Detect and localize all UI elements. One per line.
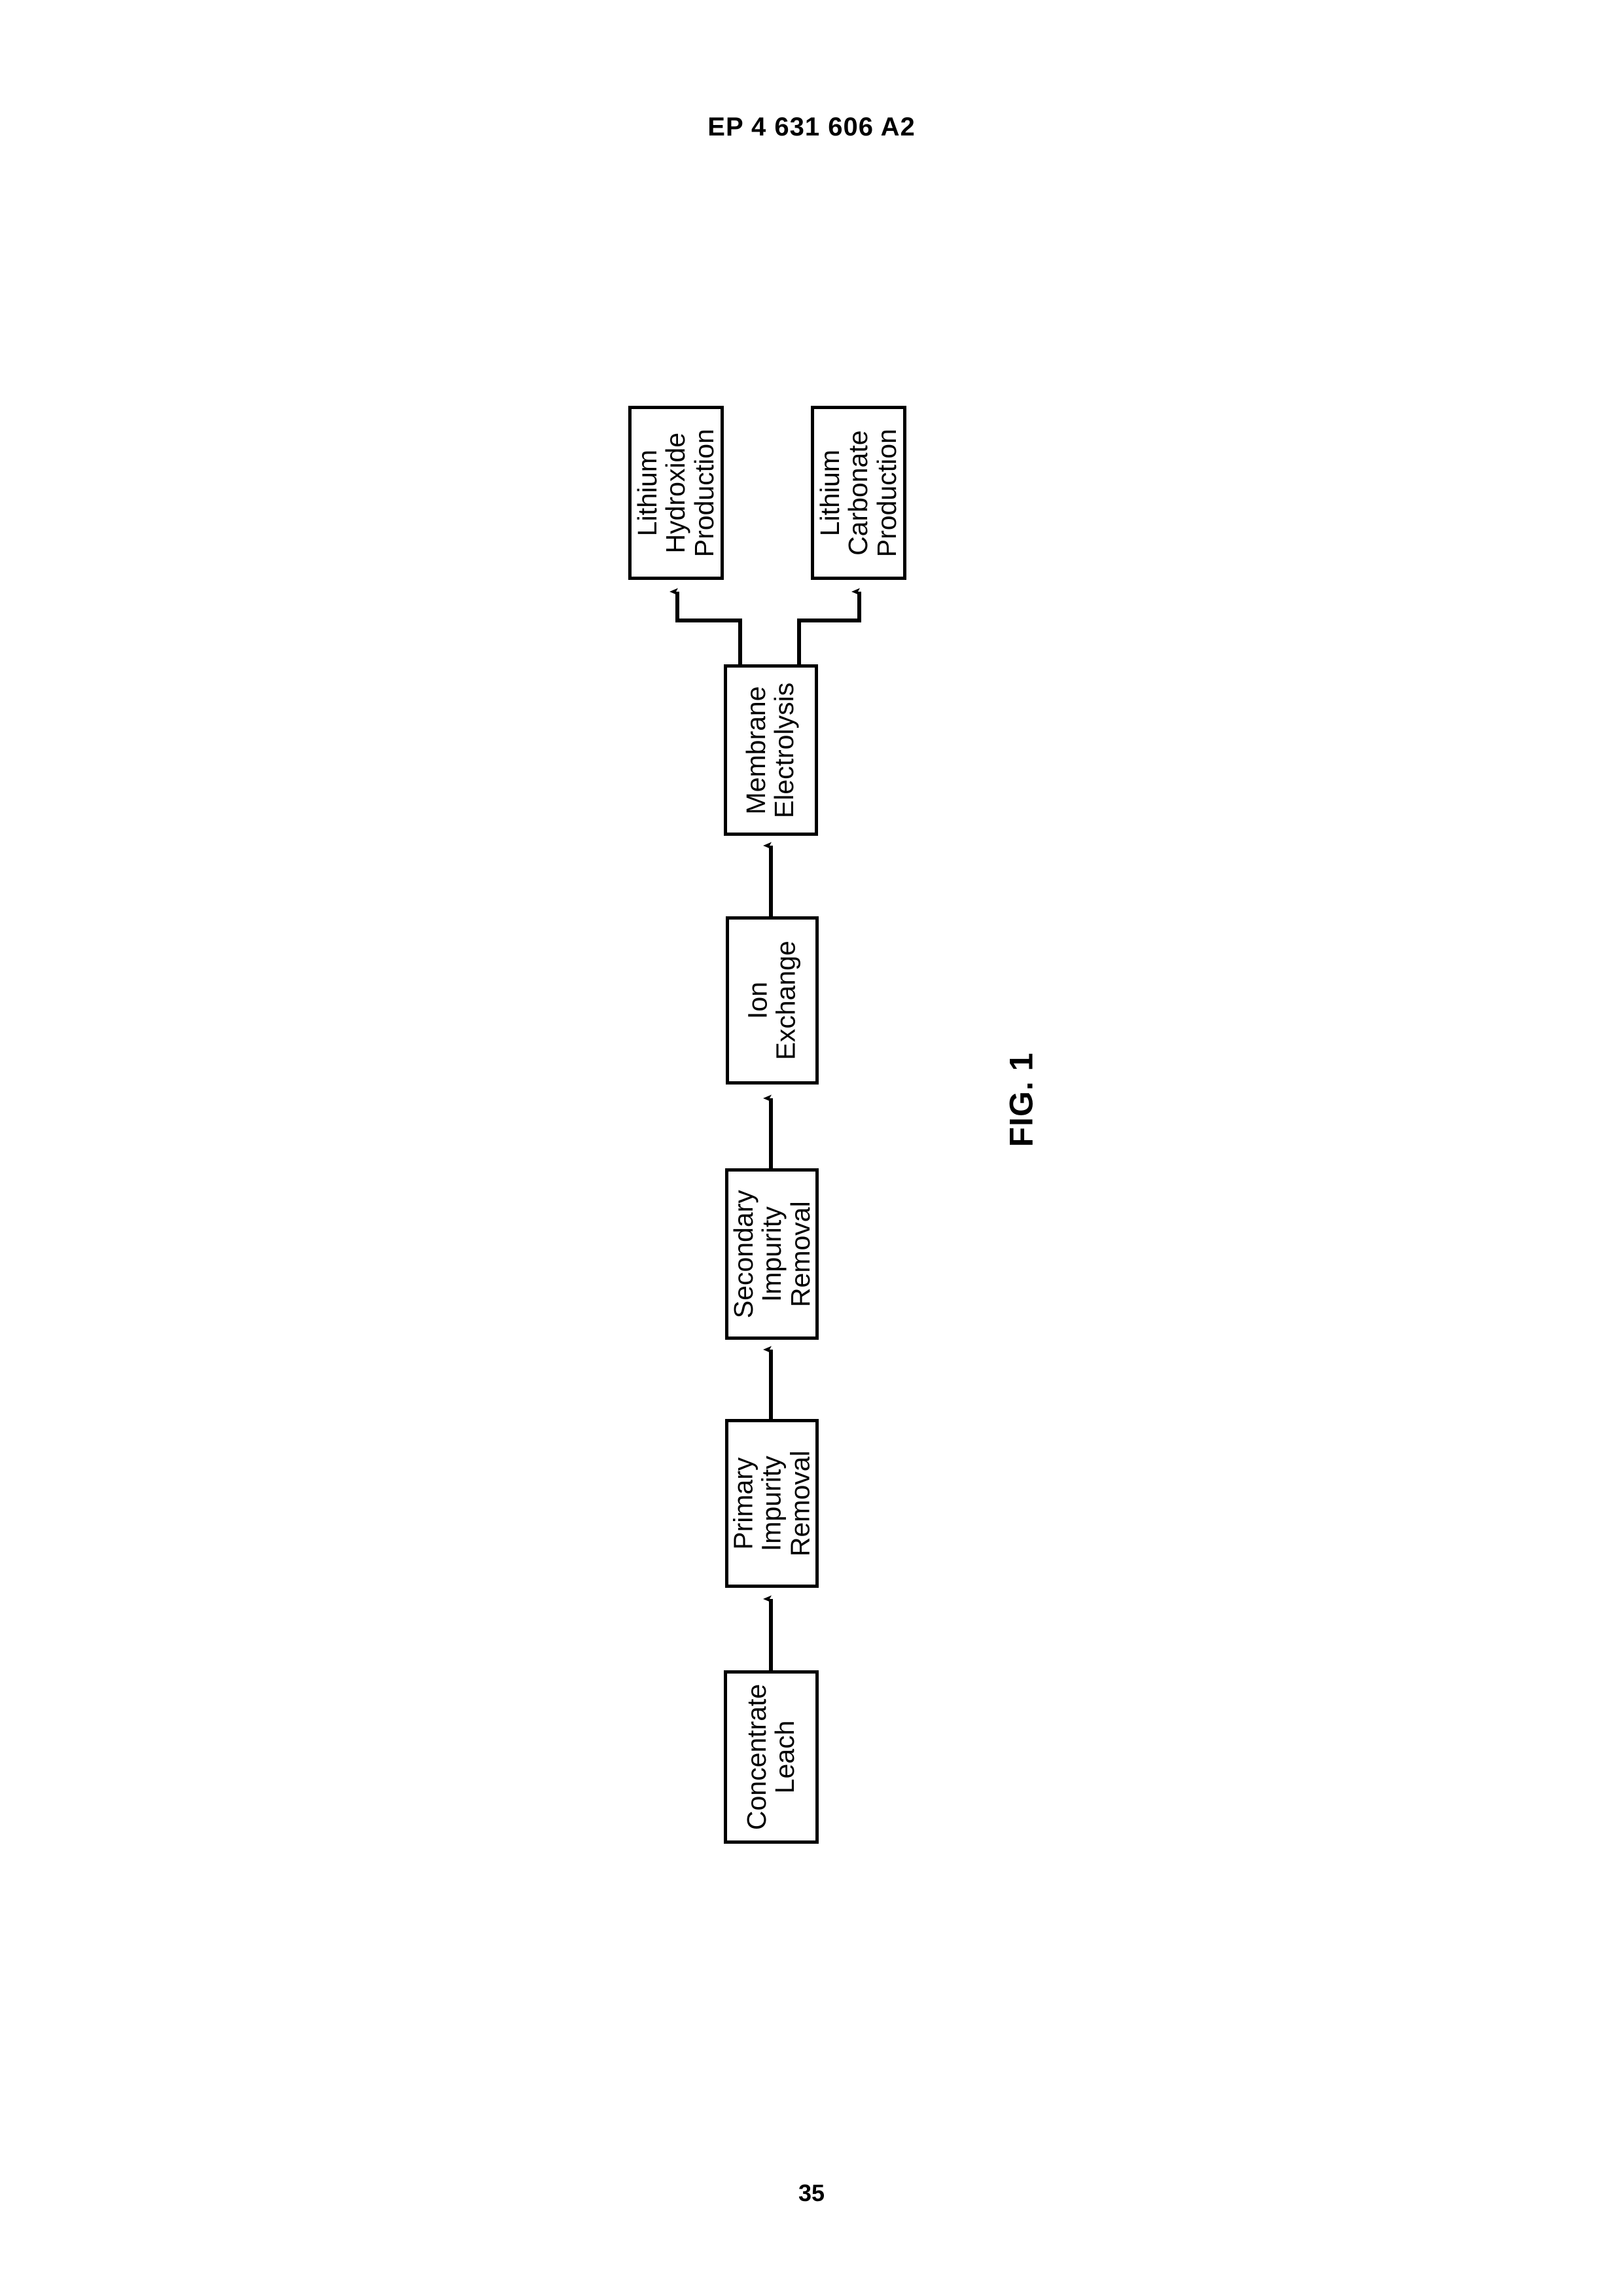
figure-caption-text: FIG. 1 bbox=[1003, 1052, 1040, 1147]
figure-caption: FIG. 1 bbox=[975, 1021, 1067, 1178]
edge-membrane-to-hydroxide bbox=[669, 588, 742, 664]
patent-publication-number: EP 4 631 606 A2 bbox=[707, 113, 916, 141]
edge-membrane-to-carbonate bbox=[797, 588, 861, 664]
page-number: 35 bbox=[798, 2179, 825, 2206]
